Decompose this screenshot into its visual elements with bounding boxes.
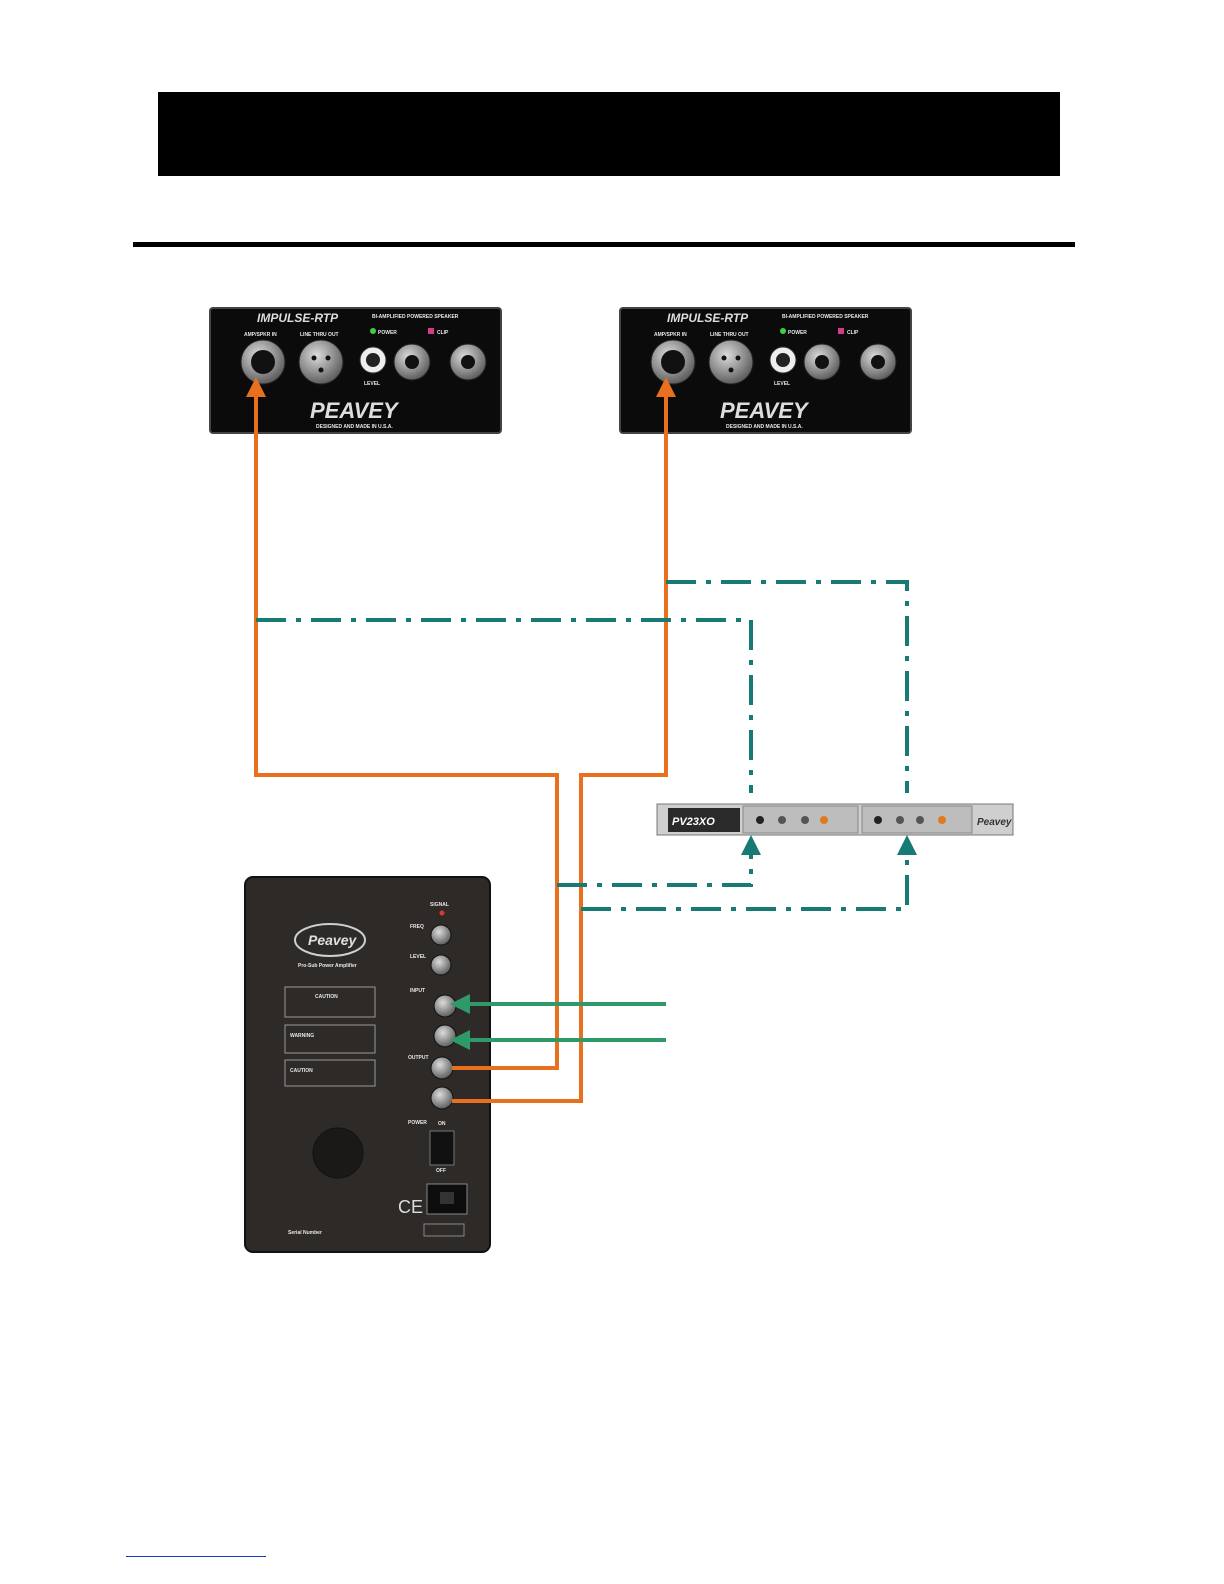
sub-brand: Peavey — [308, 932, 357, 948]
power-switch[interactable] — [429, 1130, 455, 1166]
power-label: POWER — [408, 1120, 427, 1126]
rating-label — [423, 1223, 465, 1237]
section-rule — [133, 242, 1075, 247]
freq-label: FREQ — [410, 924, 424, 930]
sub-product-name: Pro-Sub Power Amplifier — [298, 963, 357, 969]
panel-input-label: AMP/SPKR IN — [244, 332, 277, 338]
panel-power-label: POWER — [788, 330, 807, 336]
panel-note: BI-AMPLIFIED POWERED SPEAKER — [372, 314, 459, 320]
output-label: OUTPUT — [408, 1055, 429, 1061]
panel-level-label: LEVEL — [774, 381, 790, 387]
panel-level-label: LEVEL — [364, 381, 380, 387]
serial-label: Serial Number — [288, 1230, 322, 1236]
panel-model-label: IMPULSE-RTP — [667, 311, 749, 325]
warning-label-box — [284, 1024, 376, 1054]
power-led — [780, 328, 786, 334]
title-bar — [158, 92, 1060, 176]
panel-clip-label: CLIP — [437, 330, 449, 336]
panel-note: BI-AMPLIFIED POWERED SPEAKER — [782, 314, 869, 320]
panel-input-label: AMP/SPKR IN — [654, 332, 687, 338]
clip-led — [838, 328, 844, 334]
crossover-model: PV23XO — [672, 816, 715, 828]
signal-label: SIGNAL — [430, 902, 449, 908]
clip-led — [428, 328, 434, 334]
panel-made-in: DESIGNED AND MADE IN U.S.A. — [316, 424, 393, 430]
panel-clip-label: CLIP — [847, 330, 859, 336]
ce-mark: CE — [398, 1197, 423, 1217]
port-vent — [312, 1127, 364, 1179]
peavey-logo-oval — [294, 923, 366, 957]
off-label: OFF — [436, 1168, 446, 1174]
warning-text: WARNING — [290, 1033, 314, 1039]
pv23xo-crossover: PV23XO Peavey — [656, 803, 1014, 836]
input-jack-2[interactable] — [433, 1024, 457, 1048]
xlr-output-jack[interactable] — [298, 339, 344, 385]
panel-power-label: POWER — [378, 330, 397, 336]
caution2-label-box — [284, 1059, 376, 1087]
output-jack-1[interactable] — [430, 1056, 454, 1080]
green-input-cables — [450, 994, 666, 1050]
panel-brand-logo: PEAVEY — [310, 398, 400, 423]
caution-label-box — [284, 986, 376, 1018]
output-jack-2[interactable] — [430, 1086, 454, 1110]
panel-lineout-label: LINE THRU OUT — [710, 332, 749, 338]
caution2-text: CAUTION — [290, 1068, 313, 1074]
caution-text: CAUTION — [315, 994, 338, 1000]
panel-made-in: DESIGNED AND MADE IN U.S.A. — [726, 424, 803, 430]
impulse-rtp-panel-right: IMPULSE-RTP BI-AMPLIFIED POWERED SPEAKER… — [619, 307, 912, 434]
on-label: ON — [438, 1121, 446, 1127]
pro-sub-amplifier-panel: Peavey Pro-Sub Power Amplifier CAUTION W… — [244, 876, 491, 1253]
footer-link-underline[interactable] — [126, 1556, 266, 1557]
teal-crossover-lines — [256, 580, 917, 911]
freq-knob[interactable] — [430, 924, 452, 946]
orange-output-cables — [246, 377, 676, 1103]
xlr-output-jack[interactable] — [708, 339, 754, 385]
panel-model-label: IMPULSE-RTP — [257, 311, 339, 325]
sub-level-knob[interactable] — [430, 954, 452, 976]
level-label: LEVEL — [410, 954, 426, 960]
power-led — [370, 328, 376, 334]
input-jack-1[interactable] — [433, 994, 457, 1018]
crossover-brand: Peavey — [977, 817, 1012, 828]
signal-led — [439, 910, 445, 916]
input-label: INPUT — [410, 988, 425, 994]
panel-lineout-label: LINE THRU OUT — [300, 332, 339, 338]
panel-brand-logo: PEAVEY — [720, 398, 810, 423]
impulse-rtp-panel-left: IMPULSE-RTP BI-AMPLIFIED POWERED SPEAKER… — [209, 307, 502, 434]
